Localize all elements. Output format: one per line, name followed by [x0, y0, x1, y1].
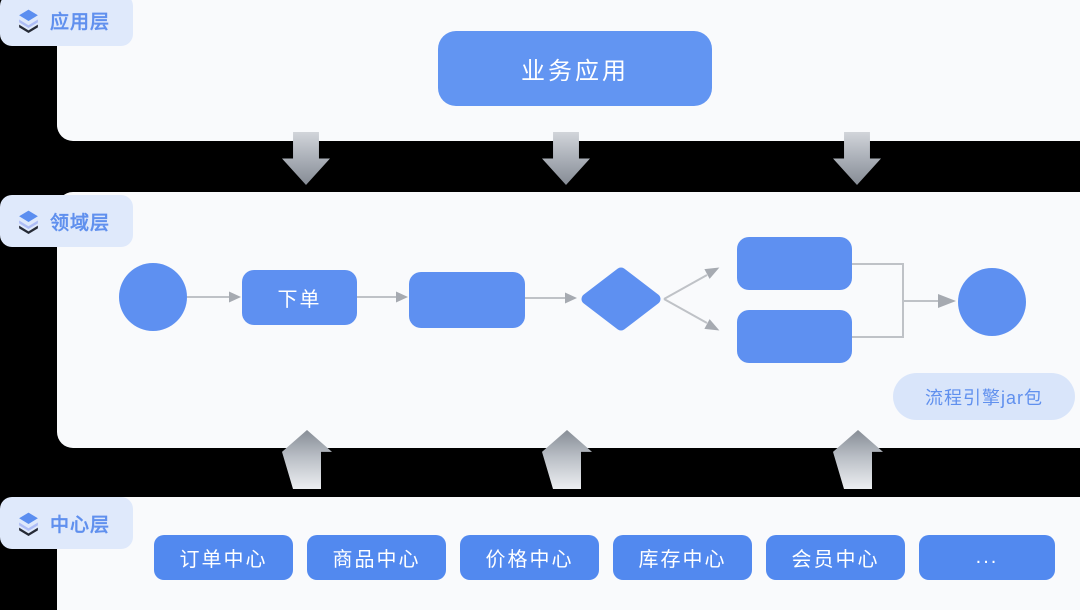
flow-task-node	[409, 272, 525, 328]
center-box-inventory: 库存中心	[613, 535, 752, 580]
process-engine-jar-badge: 流程引擎jar包	[893, 373, 1075, 420]
layers-icon	[16, 209, 41, 234]
flow-start-node	[119, 263, 187, 331]
app-layer-label: 应用层	[0, 0, 133, 46]
center-box-product: 商品中心	[307, 535, 446, 580]
center-layer-label: 中心层	[0, 497, 133, 549]
center-layer-label-text: 中心层	[50, 514, 111, 536]
flow-branch-node-bottom	[737, 310, 852, 363]
domain-layer-label: 领域层	[0, 195, 133, 247]
app-layer-label-text: 应用层	[50, 11, 111, 33]
business-app-node: 业务应用	[438, 31, 712, 106]
layers-icon	[16, 511, 41, 536]
order-task-node: 下单	[242, 270, 357, 325]
flow-branch-node-top	[737, 237, 852, 290]
center-box-more: ...	[919, 535, 1055, 580]
center-box-price: 价格中心	[460, 535, 599, 580]
center-box-member: 会员中心	[766, 535, 905, 580]
center-box-order: 订单中心	[154, 535, 293, 580]
domain-layer-label-text: 领域层	[50, 212, 111, 234]
flow-end-node	[958, 268, 1026, 336]
layers-icon	[16, 8, 41, 33]
gateway-diamond-node	[580, 267, 662, 331]
